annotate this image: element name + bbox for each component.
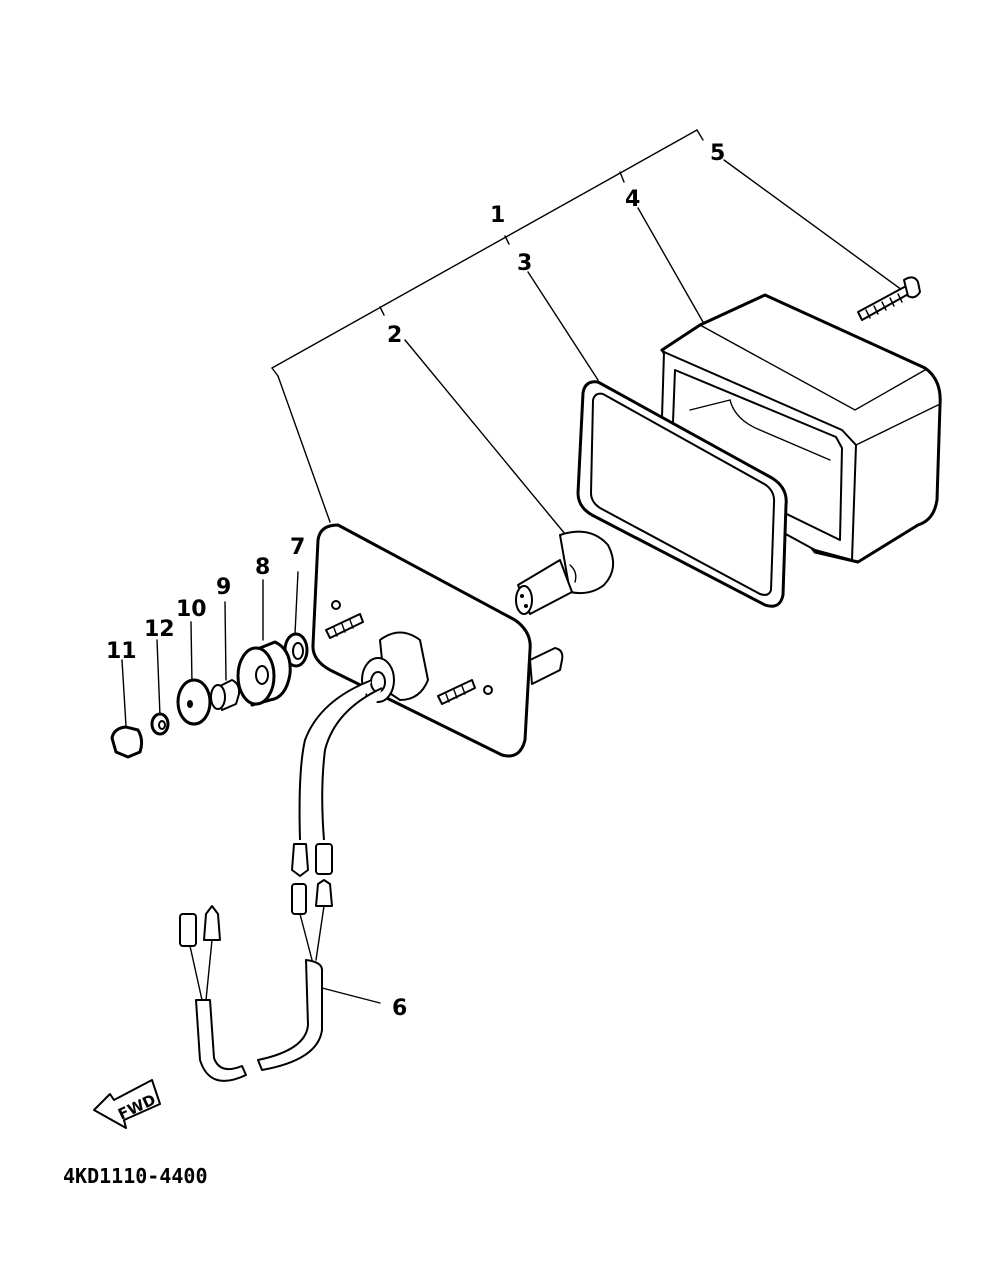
callout-8: 8 [255,555,270,580]
collar [210,679,241,711]
bulb [515,530,615,615]
callout-7: 7 [290,535,305,560]
callout-4: 4 [625,187,640,212]
plate-washer [176,678,212,726]
callout-9: 9 [216,575,231,600]
base-plate [311,523,564,758]
callout-1: 1 [490,203,505,228]
gasket [576,380,788,608]
nut [110,725,144,759]
callout-labels: 1 2 3 4 5 6 7 8 9 10 11 12 [106,141,725,1021]
spring-washer [150,712,170,736]
callout-3: 3 [517,251,532,276]
socket-wires [298,679,383,841]
assembly-bracket [271,129,704,523]
callout-12: 12 [144,617,175,642]
callout-11: 11 [106,639,137,664]
callout-6: 6 [392,996,407,1021]
leader-lines [121,159,903,1004]
callout-10: 10 [176,597,207,622]
grommet [236,640,292,707]
fwd-arrow-icon: FWD [93,1079,161,1129]
callout-5: 5 [710,141,725,166]
part-code: 4KD1110-4400 [63,1164,208,1188]
wire-lead [179,879,333,1082]
connectors-upper [291,843,333,877]
screw [857,276,921,321]
callout-2: 2 [387,323,402,348]
